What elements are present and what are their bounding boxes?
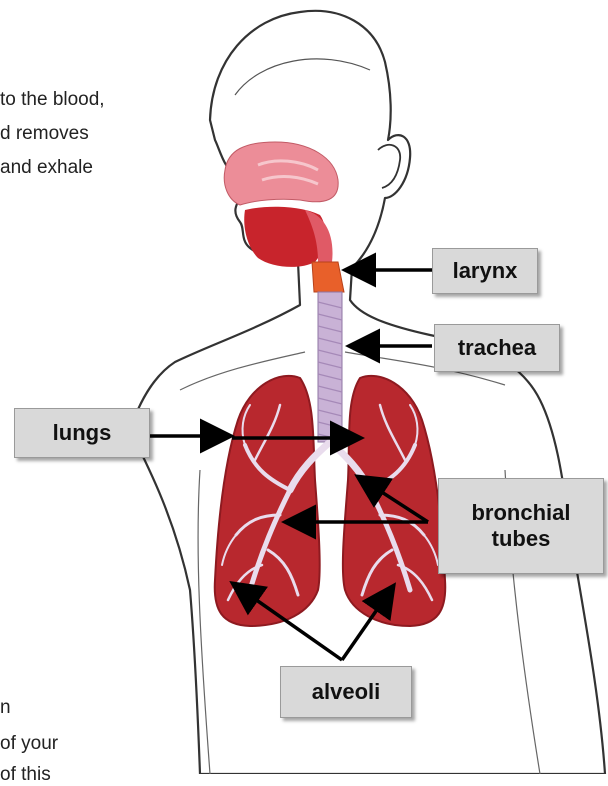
label-trachea: trachea [434, 324, 560, 372]
text-fragment-3: and exhale [0, 157, 93, 179]
label-alveoli-text: alveoli [312, 679, 380, 705]
label-bronchial-tubes: bronchial tubes [438, 478, 604, 574]
text-fragment-1: to the blood, [0, 89, 105, 111]
label-lungs-text: lungs [53, 420, 112, 446]
label-trachea-text: trachea [458, 335, 536, 361]
label-bronchial-text-line2: tubes [492, 526, 551, 552]
text-fragment-2: d removes [0, 123, 89, 145]
label-bronchial-text-line1: bronchial [471, 500, 570, 526]
larynx-organ [312, 262, 344, 292]
text-fragment-6: of this [0, 764, 51, 786]
label-larynx: larynx [432, 248, 538, 294]
label-larynx-text: larynx [453, 258, 518, 284]
label-alveoli: alveoli [280, 666, 412, 718]
text-fragment-4: n [0, 697, 11, 719]
label-lungs: lungs [14, 408, 150, 458]
text-fragment-5: of your [0, 733, 58, 755]
